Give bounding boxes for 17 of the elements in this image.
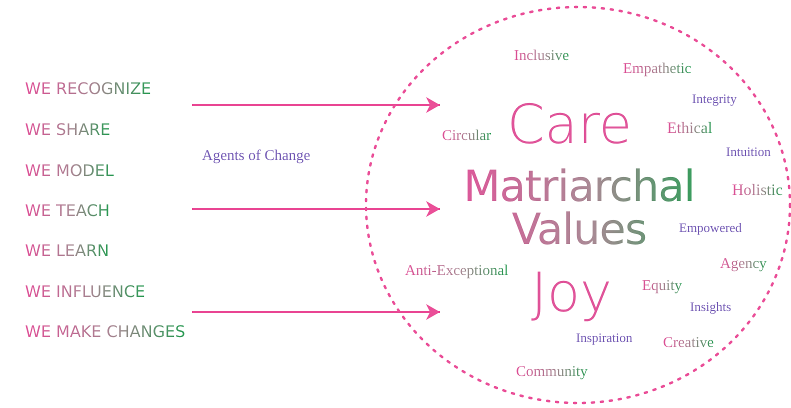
- value-word: Care: [506, 98, 632, 152]
- value-word: Anti-Exceptional: [405, 263, 508, 280]
- value-word: Integrity: [692, 92, 737, 106]
- value-word: Joy: [531, 266, 612, 320]
- arrow: [192, 201, 440, 217]
- value-word: Empowered: [679, 221, 742, 236]
- value-word: Agency: [720, 256, 767, 272]
- value-word: Equity: [642, 278, 682, 294]
- dashed-circle: [364, 5, 791, 405]
- value-word: Insights: [690, 300, 732, 314]
- value-word: Inspiration: [576, 331, 632, 346]
- value-word: Empathetic: [623, 61, 692, 78]
- value-word: Intuition: [726, 145, 771, 160]
- arrow: [192, 304, 440, 320]
- section-label: Agents of Change: [202, 148, 310, 165]
- arrow: [192, 97, 440, 113]
- value-word: Community: [516, 364, 588, 380]
